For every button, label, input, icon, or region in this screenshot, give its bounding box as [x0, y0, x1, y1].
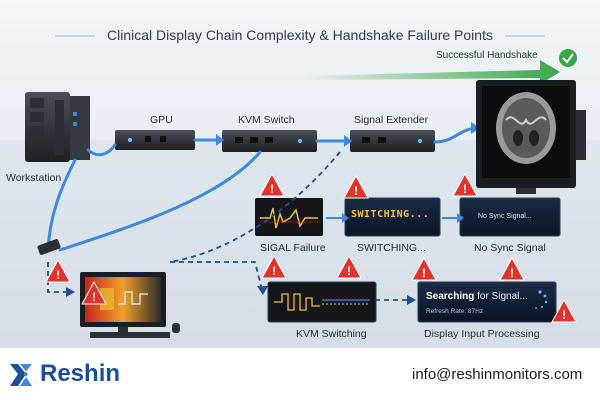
contact-email[interactable]: info@reshinmonitors.com: [412, 366, 583, 383]
kvm-switching-screen: [267, 281, 377, 323]
kvm-switch-device: [222, 130, 317, 152]
searching-screen: [417, 281, 557, 323]
warning-icon: !: [81, 280, 107, 305]
svg-text:!: !: [56, 268, 60, 282]
refresh-rate-text: Refresh Rate: 87Hz: [426, 308, 484, 315]
switching-screen-text: SWITCHING...: [351, 209, 430, 220]
warning-icon: !: [261, 254, 287, 279]
signal-failure-caption: SIGAL Failure: [260, 242, 326, 254]
svg-text:!: !: [270, 182, 274, 196]
gpu-device: [115, 130, 195, 150]
success-handshake-label: Successful Handshake: [436, 50, 538, 61]
diagnostic-monitor: [476, 80, 586, 194]
display-input-processing-caption: Display Input Processing: [424, 328, 540, 340]
no-sync-screen-text: No Sync Signal...: [478, 213, 532, 220]
small-monitor: [80, 272, 180, 338]
warning-icon: !: [452, 172, 478, 197]
searching-screen-text: Searching for Signal...: [426, 291, 528, 302]
page-title: Clinical Display Chain Complexity & Hand…: [107, 27, 493, 43]
svg-text:!: !: [422, 266, 426, 280]
svg-text:!: !: [510, 266, 514, 280]
warning-icon: !: [343, 174, 369, 199]
kvm-switching-caption: KVM Switching: [296, 328, 367, 340]
warning-icon: !: [45, 258, 71, 283]
chain-arrowheads: [216, 122, 480, 147]
signal-failure-screen: [255, 198, 323, 236]
kvm-switch-label: KVM Switch: [238, 114, 295, 126]
loading-spinner-icon: [535, 290, 548, 309]
searching-rest: for Signal...: [474, 291, 528, 302]
searching-word: Searching: [426, 291, 475, 302]
warning-icon: !: [499, 256, 525, 281]
warning-icon: !: [551, 298, 577, 323]
svg-text:!: !: [347, 264, 351, 278]
warning-icon: !: [411, 256, 437, 281]
reshin-logo-icon: [10, 364, 32, 386]
switching-caption: SWITCHING...: [357, 242, 426, 254]
svg-text:!: !: [562, 308, 566, 322]
cable-plug: [37, 239, 61, 255]
footer-bar: Reshin info@reshinmonitors.com: [0, 348, 600, 400]
workstation-label: Workstation: [6, 172, 62, 184]
signal-extender-label: Signal Extender: [354, 114, 429, 126]
row1-arrows: [326, 213, 464, 223]
warning-icon: !: [259, 172, 285, 197]
workstation-tower: [25, 92, 90, 162]
svg-text:!: !: [92, 290, 96, 304]
dashed-arrowheads: [66, 286, 416, 305]
check-circle-icon: [559, 49, 577, 67]
gpu-label: GPU: [150, 114, 173, 126]
no-sync-caption: No Sync Signal: [474, 242, 546, 254]
svg-text:!: !: [463, 182, 467, 196]
svg-text:!: !: [272, 264, 276, 278]
success-arrow: [300, 60, 560, 84]
brand-name: Reshin: [40, 360, 121, 387]
signal-extender-device: [350, 130, 435, 152]
svg-text:!: !: [354, 184, 358, 198]
warning-icon: !: [336, 254, 362, 279]
